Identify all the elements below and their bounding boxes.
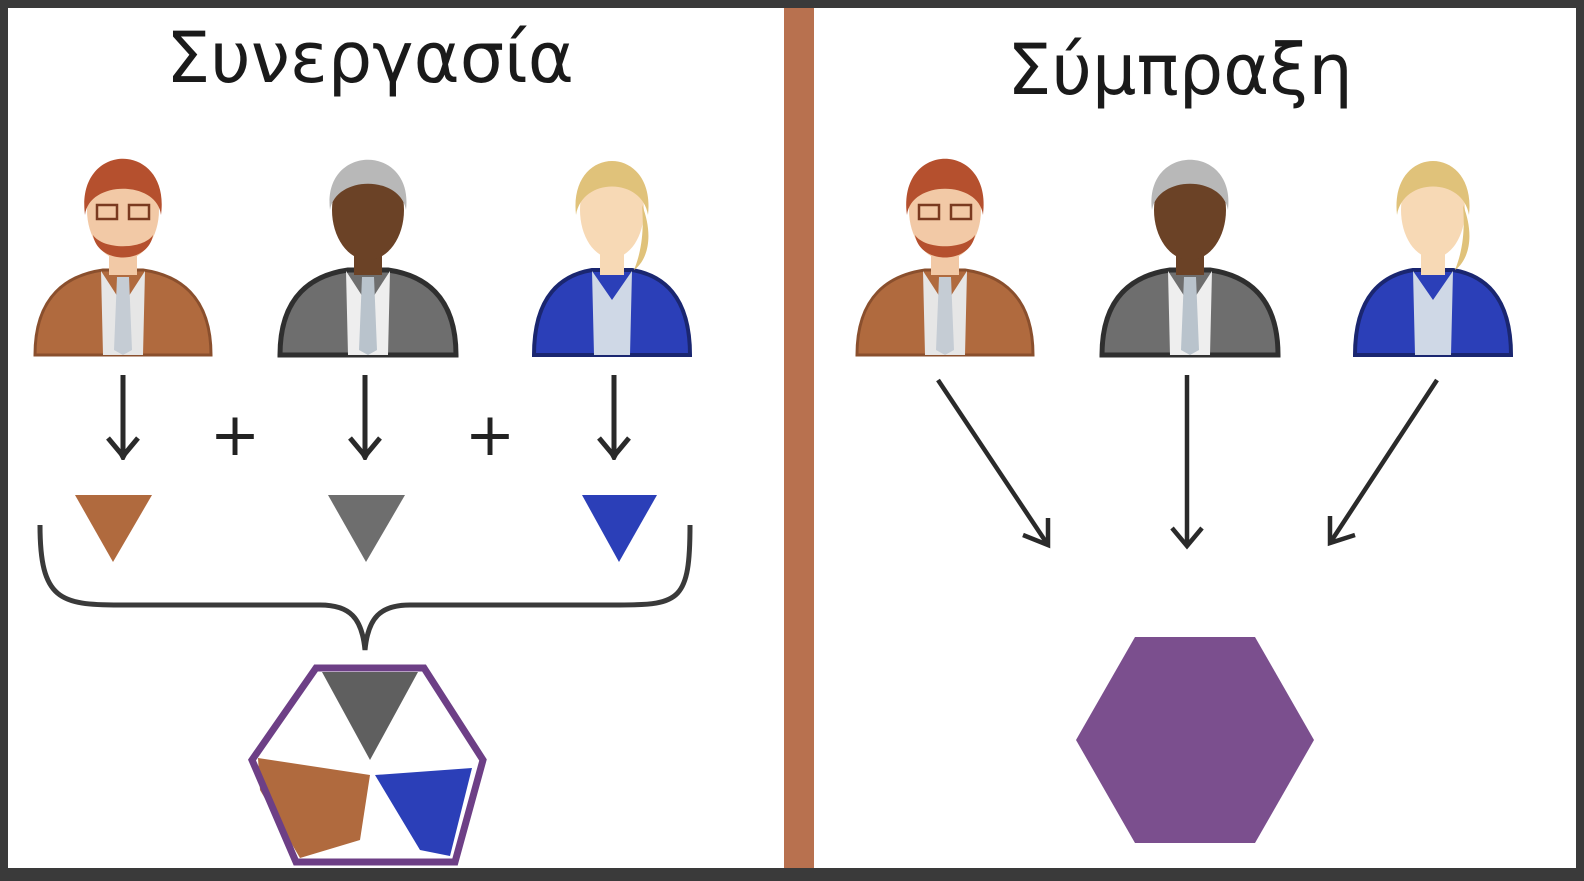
right-person-1-icon bbox=[855, 158, 1035, 357]
contribution-triangle-brown bbox=[75, 495, 152, 562]
contribution-triangle-blue bbox=[582, 495, 657, 562]
combining-brace bbox=[37, 524, 693, 651]
right-panel-title: Σύμπραξη bbox=[1007, 29, 1352, 111]
panel-divider bbox=[784, 8, 814, 868]
left-panel-title: Συνεργασία bbox=[166, 17, 574, 99]
right-arrow-3 bbox=[1328, 378, 1439, 545]
right-person-3-icon bbox=[1352, 161, 1514, 357]
left-arrows bbox=[106, 375, 631, 456]
right-person-2-icon bbox=[1099, 159, 1281, 358]
plus-sign-1: + bbox=[210, 400, 260, 470]
merged-hexagon bbox=[1076, 637, 1314, 843]
left-person-3-icon bbox=[531, 161, 693, 357]
left-person-1-icon bbox=[33, 158, 213, 357]
left-person-2-icon bbox=[277, 159, 459, 358]
plus-sign-2: + bbox=[465, 400, 515, 470]
right-arrows bbox=[936, 375, 1439, 550]
combined-hexagon bbox=[248, 664, 487, 866]
contribution-triangle-grey bbox=[328, 495, 405, 562]
right-arrow-1 bbox=[936, 378, 1050, 547]
